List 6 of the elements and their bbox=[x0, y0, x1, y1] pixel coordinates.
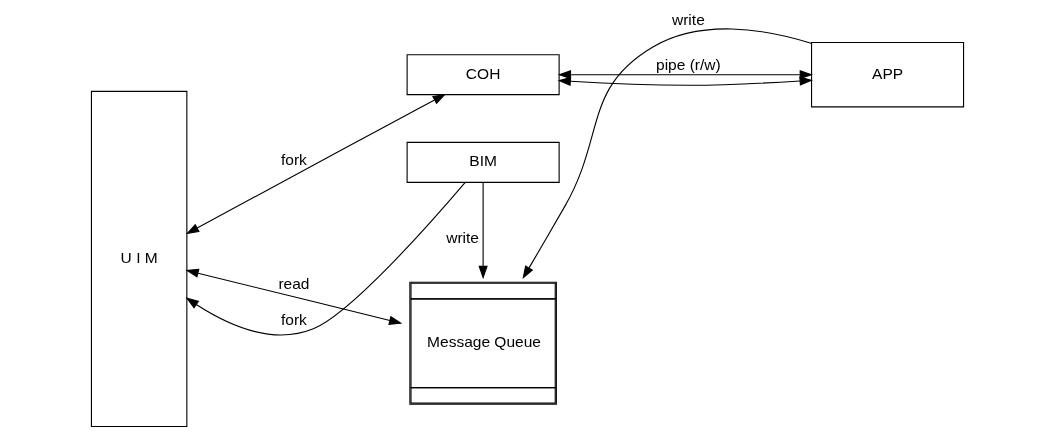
edge-label: fork bbox=[280, 150, 307, 168]
edge-label: read bbox=[277, 275, 309, 293]
edge-label: pipe (r/w) bbox=[655, 56, 721, 74]
edge-label: write bbox=[671, 10, 705, 28]
edge-label: fork bbox=[280, 310, 307, 328]
edge-label: write bbox=[445, 228, 479, 246]
